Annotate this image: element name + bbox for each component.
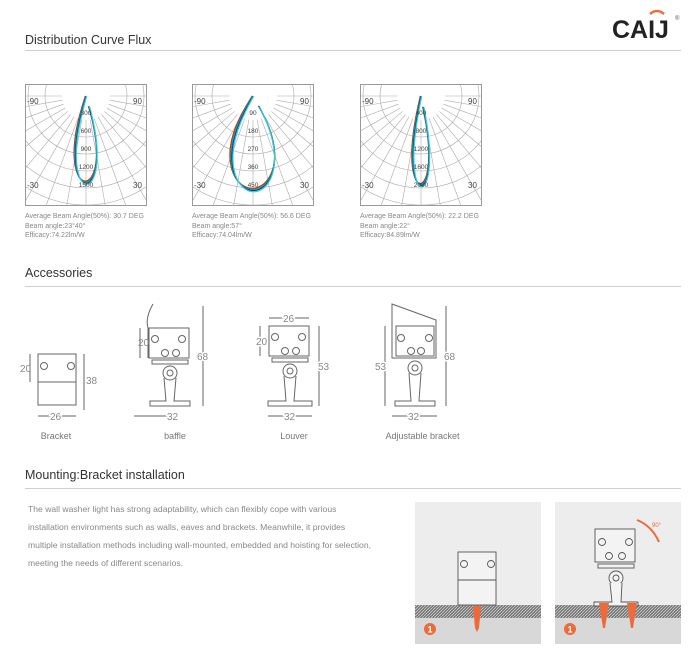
divider: [25, 488, 681, 489]
accessory-label-louver: Louver: [280, 431, 308, 441]
chart-caption-3: Average Beam Angle(50%): 22.2 DEG Beam a…: [360, 212, 479, 241]
svg-text:32: 32: [284, 412, 296, 423]
polar-grid: [192, 84, 314, 206]
radial-tick-label: 90: [249, 110, 257, 117]
mounting-description: The wall washer light has strong adaptab…: [28, 504, 371, 568]
angle-label: -90: [27, 97, 39, 106]
radial-tick-label: 1200: [79, 164, 94, 171]
svg-text:68: 68: [197, 352, 209, 363]
accessory-label-bracket: Bracket: [40, 431, 72, 441]
radial-tick-label: 1500: [79, 182, 94, 189]
svg-text:1: 1: [427, 625, 432, 635]
radial-tick-label: 360: [248, 164, 259, 171]
radial-tick-label: 1600: [414, 164, 429, 171]
divider: [25, 50, 681, 51]
beam-angle-avg: Average Beam Angle(50%): 22.2 DEG: [360, 213, 479, 220]
radial-tick-label: 600: [81, 128, 92, 135]
mounting-step-image-1: 1: [415, 502, 541, 644]
polar-grid: [360, 84, 482, 206]
chart-caption-1: Average Beam Angle(50%): 30.7 DEG Beam a…: [25, 212, 144, 241]
adjustable-bracket-drawing: 53 68 32: [374, 303, 457, 425]
mounting-step-image-2: 90° 1: [555, 502, 681, 644]
louver-drawing: 26 20 53 32: [255, 313, 332, 425]
curve-series-4: [232, 95, 276, 193]
step-badge: [564, 623, 576, 635]
svg-text:20: 20: [138, 338, 150, 349]
efficacy: Efficacy:74.04lm/W: [192, 232, 252, 239]
angle-label: -30: [27, 181, 39, 190]
beam-angle: Beam angle:57°: [192, 222, 242, 230]
svg-text:20: 20: [20, 364, 32, 375]
brand-logo: CAIJ ®: [612, 9, 680, 44]
svg-text:53: 53: [318, 362, 330, 373]
svg-text:CAIJ: CAIJ: [612, 16, 669, 44]
angle-label: 90: [468, 97, 477, 106]
angle-label: -30: [194, 181, 206, 190]
polar-grid: [25, 84, 147, 206]
radial-tick-label: 400: [416, 110, 427, 117]
efficacy: Efficacy:74.22lm/W: [25, 232, 85, 239]
radial-tick-label: 270: [248, 146, 259, 153]
svg-text:26: 26: [50, 412, 62, 423]
angle-label: 90: [133, 97, 142, 106]
svg-text:32: 32: [167, 412, 179, 423]
bracket-drawing: 20 38 26: [20, 353, 98, 425]
svg-text:26: 26: [283, 314, 295, 325]
section-title-accessories: Accessories: [25, 266, 93, 280]
svg-text:53: 53: [375, 362, 387, 373]
svg-text:38: 38: [86, 376, 98, 387]
radial-tick-label: 180: [248, 128, 259, 135]
polar-chart-3: -90 90 -30 30 400 800 1200 1600 2000: [360, 84, 482, 206]
radial-tick-label: 2000: [414, 182, 429, 189]
baffle-drawing: 20 68 32: [134, 303, 210, 425]
radial-tick-label: 800: [416, 128, 427, 135]
radial-tick-label: 450: [248, 182, 259, 189]
beam-angle-avg: Average Beam Angle(50%): 30.7 DEG: [25, 213, 144, 220]
beam-angle: Beam angle:23°40°: [25, 222, 86, 230]
radial-tick-label: 900: [81, 146, 92, 153]
section-title-distribution: Distribution Curve Flux: [25, 33, 152, 47]
curve-series-4: [413, 95, 431, 188]
angle-label: -90: [362, 97, 374, 106]
polar-chart-2: -90 90 -30 30 90 180 270 360 450: [192, 84, 314, 206]
angle-label: -30: [362, 181, 374, 190]
divider: [25, 286, 681, 287]
svg-text:32: 32: [408, 412, 420, 423]
svg-text:®: ®: [675, 15, 680, 22]
step-badge: [424, 623, 436, 635]
angle-label: -90: [194, 97, 206, 106]
svg-text:68: 68: [444, 352, 456, 363]
accessory-label-adjustable-bracket: Adjustable bracket: [385, 431, 460, 441]
polar-chart-1: -90 90 -30 30 300 600 900 1200 1500: [25, 84, 147, 206]
radial-tick-label: 300: [81, 110, 92, 117]
accessory-label-baffle: baffle: [164, 431, 186, 441]
section-title-mounting: Mounting:Bracket installation: [25, 468, 185, 482]
beam-angle-avg: Average Beam Angle(50%): 56.6 DEG: [192, 213, 311, 220]
curve-series-4: [75, 95, 98, 185]
rotation-label: 90°: [652, 523, 662, 529]
svg-text:20: 20: [256, 337, 268, 348]
angle-label: 30: [133, 181, 142, 190]
angle-label: 90: [300, 97, 309, 106]
chart-caption-2: Average Beam Angle(50%): 56.6 DEG Beam a…: [192, 212, 311, 241]
angle-label: 30: [468, 181, 477, 190]
efficacy: Efficacy:84.89lm/W: [360, 232, 420, 239]
radial-tick-label: 1200: [414, 146, 429, 153]
angle-label: 30: [300, 181, 309, 190]
beam-angle: Beam angle:22°: [360, 222, 410, 230]
svg-text:1: 1: [567, 625, 572, 635]
